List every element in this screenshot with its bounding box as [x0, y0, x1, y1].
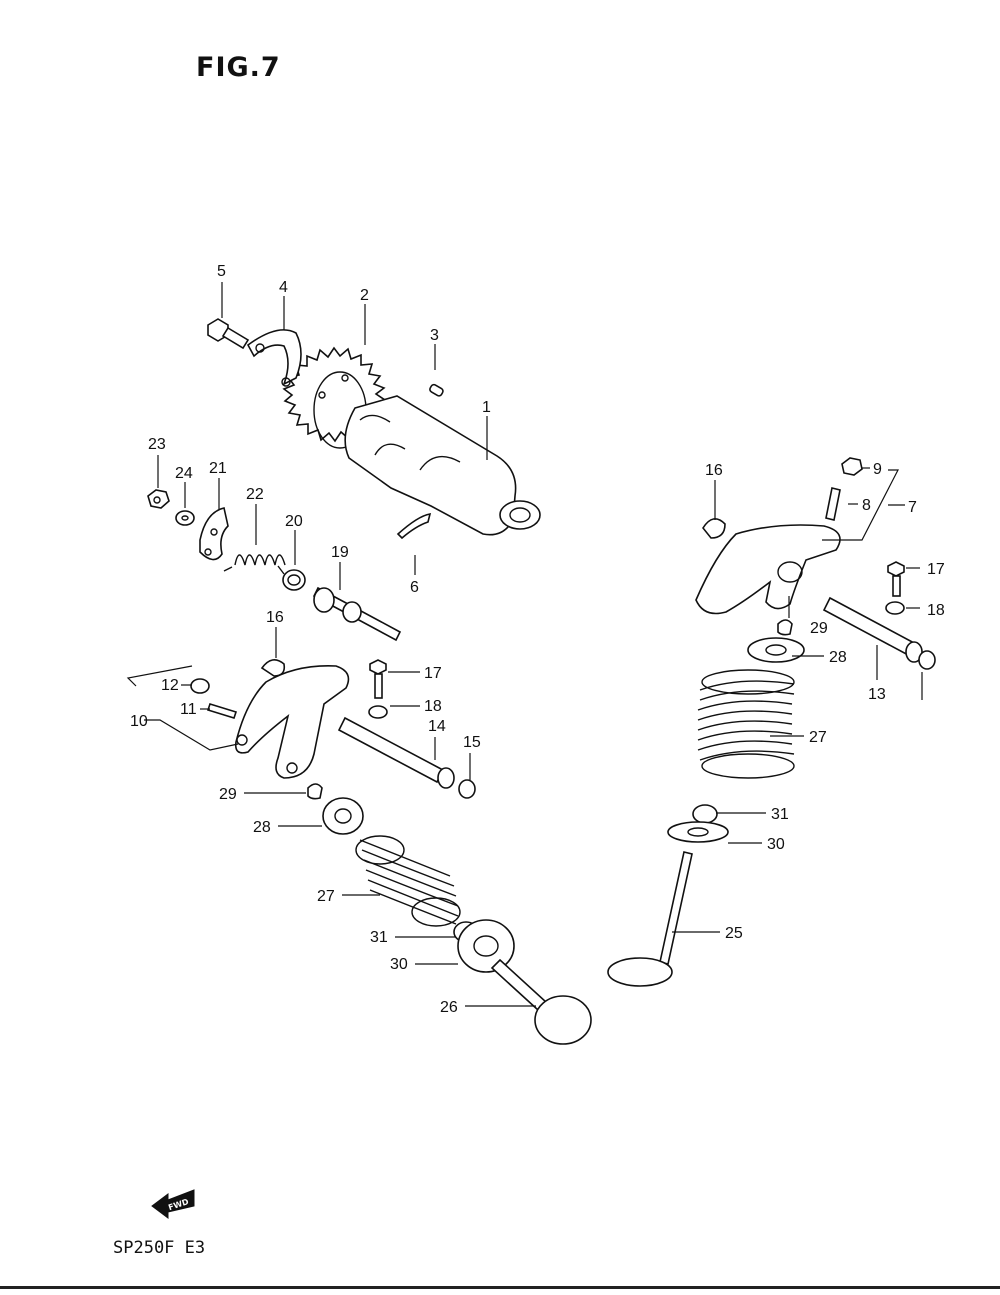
callout-9: 9 [873, 461, 882, 478]
part-shaft-19 [312, 586, 402, 642]
callout-28-right: 28 [829, 649, 847, 666]
part-screw-8 [825, 487, 841, 521]
part-washer-24 [175, 510, 195, 526]
callout-29-left: 29 [219, 786, 237, 803]
callout-16-left: 16 [266, 609, 284, 626]
callout-27-left: 27 [317, 888, 335, 905]
part-retainer-plate [246, 329, 302, 387]
part-nut-9 [841, 457, 863, 476]
part-seal-30-right [667, 821, 729, 843]
part-spring-22 [223, 554, 286, 575]
part-bolt-17-right [887, 561, 905, 597]
part-ring-20 [282, 569, 306, 591]
part-rocker-arm-10 [234, 665, 350, 779]
callout-13: 13 [868, 686, 886, 703]
callout-15-left: 15 [463, 734, 481, 751]
part-shaft-13 [822, 596, 923, 663]
fwd-arrow-icon: FWD [151, 1189, 195, 1219]
callout-4: 4 [279, 279, 288, 296]
callout-6: 6 [410, 579, 419, 596]
callout-23: 23 [148, 436, 166, 453]
part-valve-26 [490, 958, 592, 1045]
callout-12: 12 [161, 677, 179, 694]
part-bolt-5 [207, 318, 250, 350]
callout-17-left: 17 [424, 665, 442, 682]
part-circlip [396, 513, 432, 540]
callout-3: 3 [430, 327, 439, 344]
part-shaft-14 [337, 716, 455, 789]
part-oring-15-right [918, 650, 936, 670]
callout-14: 14 [428, 718, 446, 735]
part-seat-28-right [747, 637, 805, 663]
part-nut-23 [147, 489, 170, 509]
callout-5: 5 [217, 263, 226, 280]
callout-22: 22 [246, 486, 264, 503]
callout-10: 10 [130, 713, 148, 730]
bottom-rule [0, 1286, 1000, 1289]
part-bolt-17-left [369, 659, 387, 699]
part-seat-28-left [322, 797, 364, 835]
part-gasket-16-right [702, 518, 726, 539]
callout-26: 26 [440, 999, 458, 1016]
callout-21: 21 [209, 460, 227, 477]
callout-31-right: 31 [771, 806, 789, 823]
part-pin [429, 383, 444, 397]
leader-lines [126, 282, 923, 1007]
part-spring-27-left [355, 835, 461, 927]
callout-25: 25 [725, 925, 743, 942]
part-lever-21 [199, 507, 229, 561]
callout-16-right: 16 [705, 462, 723, 479]
callout-18-left: 18 [424, 698, 442, 715]
callout-24: 24 [175, 465, 193, 482]
callout-19: 19 [331, 544, 349, 561]
callout-30-right: 30 [767, 836, 785, 853]
part-washer-18-left [368, 705, 388, 719]
part-valve-25 [607, 851, 693, 987]
callout-2: 2 [360, 287, 369, 304]
part-cotter-29-left [307, 783, 323, 800]
figure-title: FIG.7 [196, 52, 281, 83]
part-retainer-31-right [692, 804, 718, 824]
callout-7: 7 [908, 499, 917, 516]
callout-17-right: 17 [927, 561, 945, 578]
callout-29-right: 29 [810, 620, 828, 637]
callout-11: 11 [180, 701, 197, 718]
part-rocker-arm-7 [695, 524, 841, 615]
callout-20: 20 [285, 513, 303, 530]
part-spring-27-right [697, 669, 795, 779]
callout-27-right: 27 [809, 729, 827, 746]
part-cotter-29-right [777, 619, 793, 636]
part-camshaft [344, 395, 541, 536]
callout-28-left: 28 [253, 819, 271, 836]
part-gasket-16-left [260, 659, 286, 677]
part-oring-15 [458, 779, 476, 799]
callout-31-left: 31 [370, 929, 388, 946]
part-nut-12 [190, 678, 210, 694]
model-code: SP250F E3 [113, 1238, 206, 1258]
callout-30-left: 30 [390, 956, 408, 973]
part-washer-18-right [885, 601, 905, 615]
callout-8: 8 [862, 497, 871, 514]
part-screw-11 [206, 703, 238, 719]
callout-1: 1 [482, 399, 491, 416]
callout-18-right: 18 [927, 602, 945, 619]
